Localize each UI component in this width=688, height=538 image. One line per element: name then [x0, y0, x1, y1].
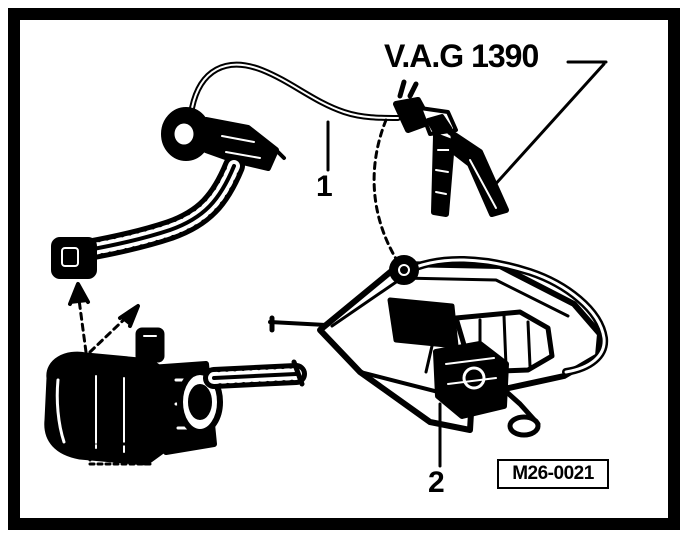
callout-1: 1 [316, 170, 333, 203]
vacuum-hose-1 [189, 61, 401, 121]
hand-vacuum-pump [393, 79, 509, 217]
figure-code: M26-0021 [497, 459, 609, 489]
assembly-arrows [68, 282, 140, 354]
breather-hose [77, 155, 245, 261]
canister-assembly [268, 255, 609, 438]
valve-body [44, 327, 223, 466]
callout-2: 2 [428, 466, 445, 499]
tool-leader-line [490, 60, 608, 190]
hose-connector [161, 107, 286, 171]
hose-end-fitting [51, 237, 97, 279]
tool-label: V.A.G 1390 [384, 38, 539, 74]
dashed-connection-line [372, 118, 400, 264]
valve-hose-stub [203, 359, 307, 389]
